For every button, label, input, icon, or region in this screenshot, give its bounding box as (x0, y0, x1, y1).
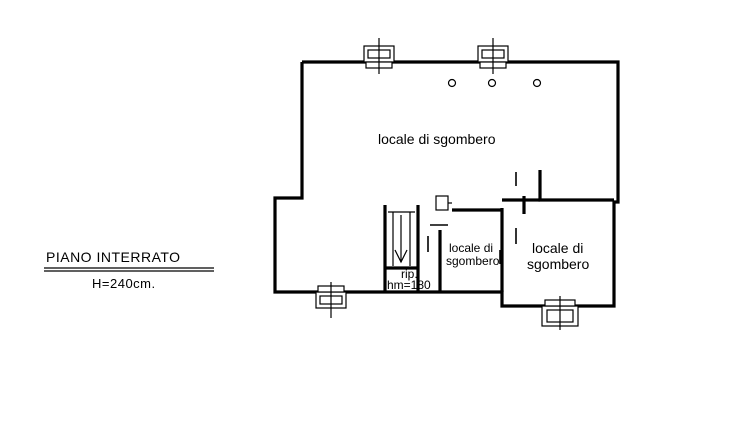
pillars (447, 78, 542, 88)
plan-caption: PIANO INTERRATO H=240cm. (44, 249, 214, 291)
room-label-small-line2: sgombero (446, 254, 500, 268)
room-label-rip-line1: rip. (401, 267, 418, 281)
room-label-small-line1: locale di (449, 241, 493, 255)
caption-height: H=240cm. (92, 276, 156, 291)
window-bottom-left (315, 282, 347, 318)
stair-symbol (388, 211, 415, 266)
room-label-right-line2: sgombero (527, 256, 589, 272)
door-jambs (427, 172, 517, 264)
window-bottom-right (541, 296, 579, 330)
window-top-left (363, 38, 395, 74)
outer-walls (273, 60, 620, 308)
interior-walls (383, 170, 614, 292)
room-labels: locale di sgombero locale di sgombero lo… (378, 131, 589, 292)
caption-title: PIANO INTERRATO (46, 249, 181, 265)
window-top-right (477, 38, 509, 74)
room-label-rip-line2: hm=180 (387, 278, 431, 292)
room-label-main: locale di sgombero (378, 131, 496, 147)
room-label-right-line1: locale di (532, 240, 583, 256)
